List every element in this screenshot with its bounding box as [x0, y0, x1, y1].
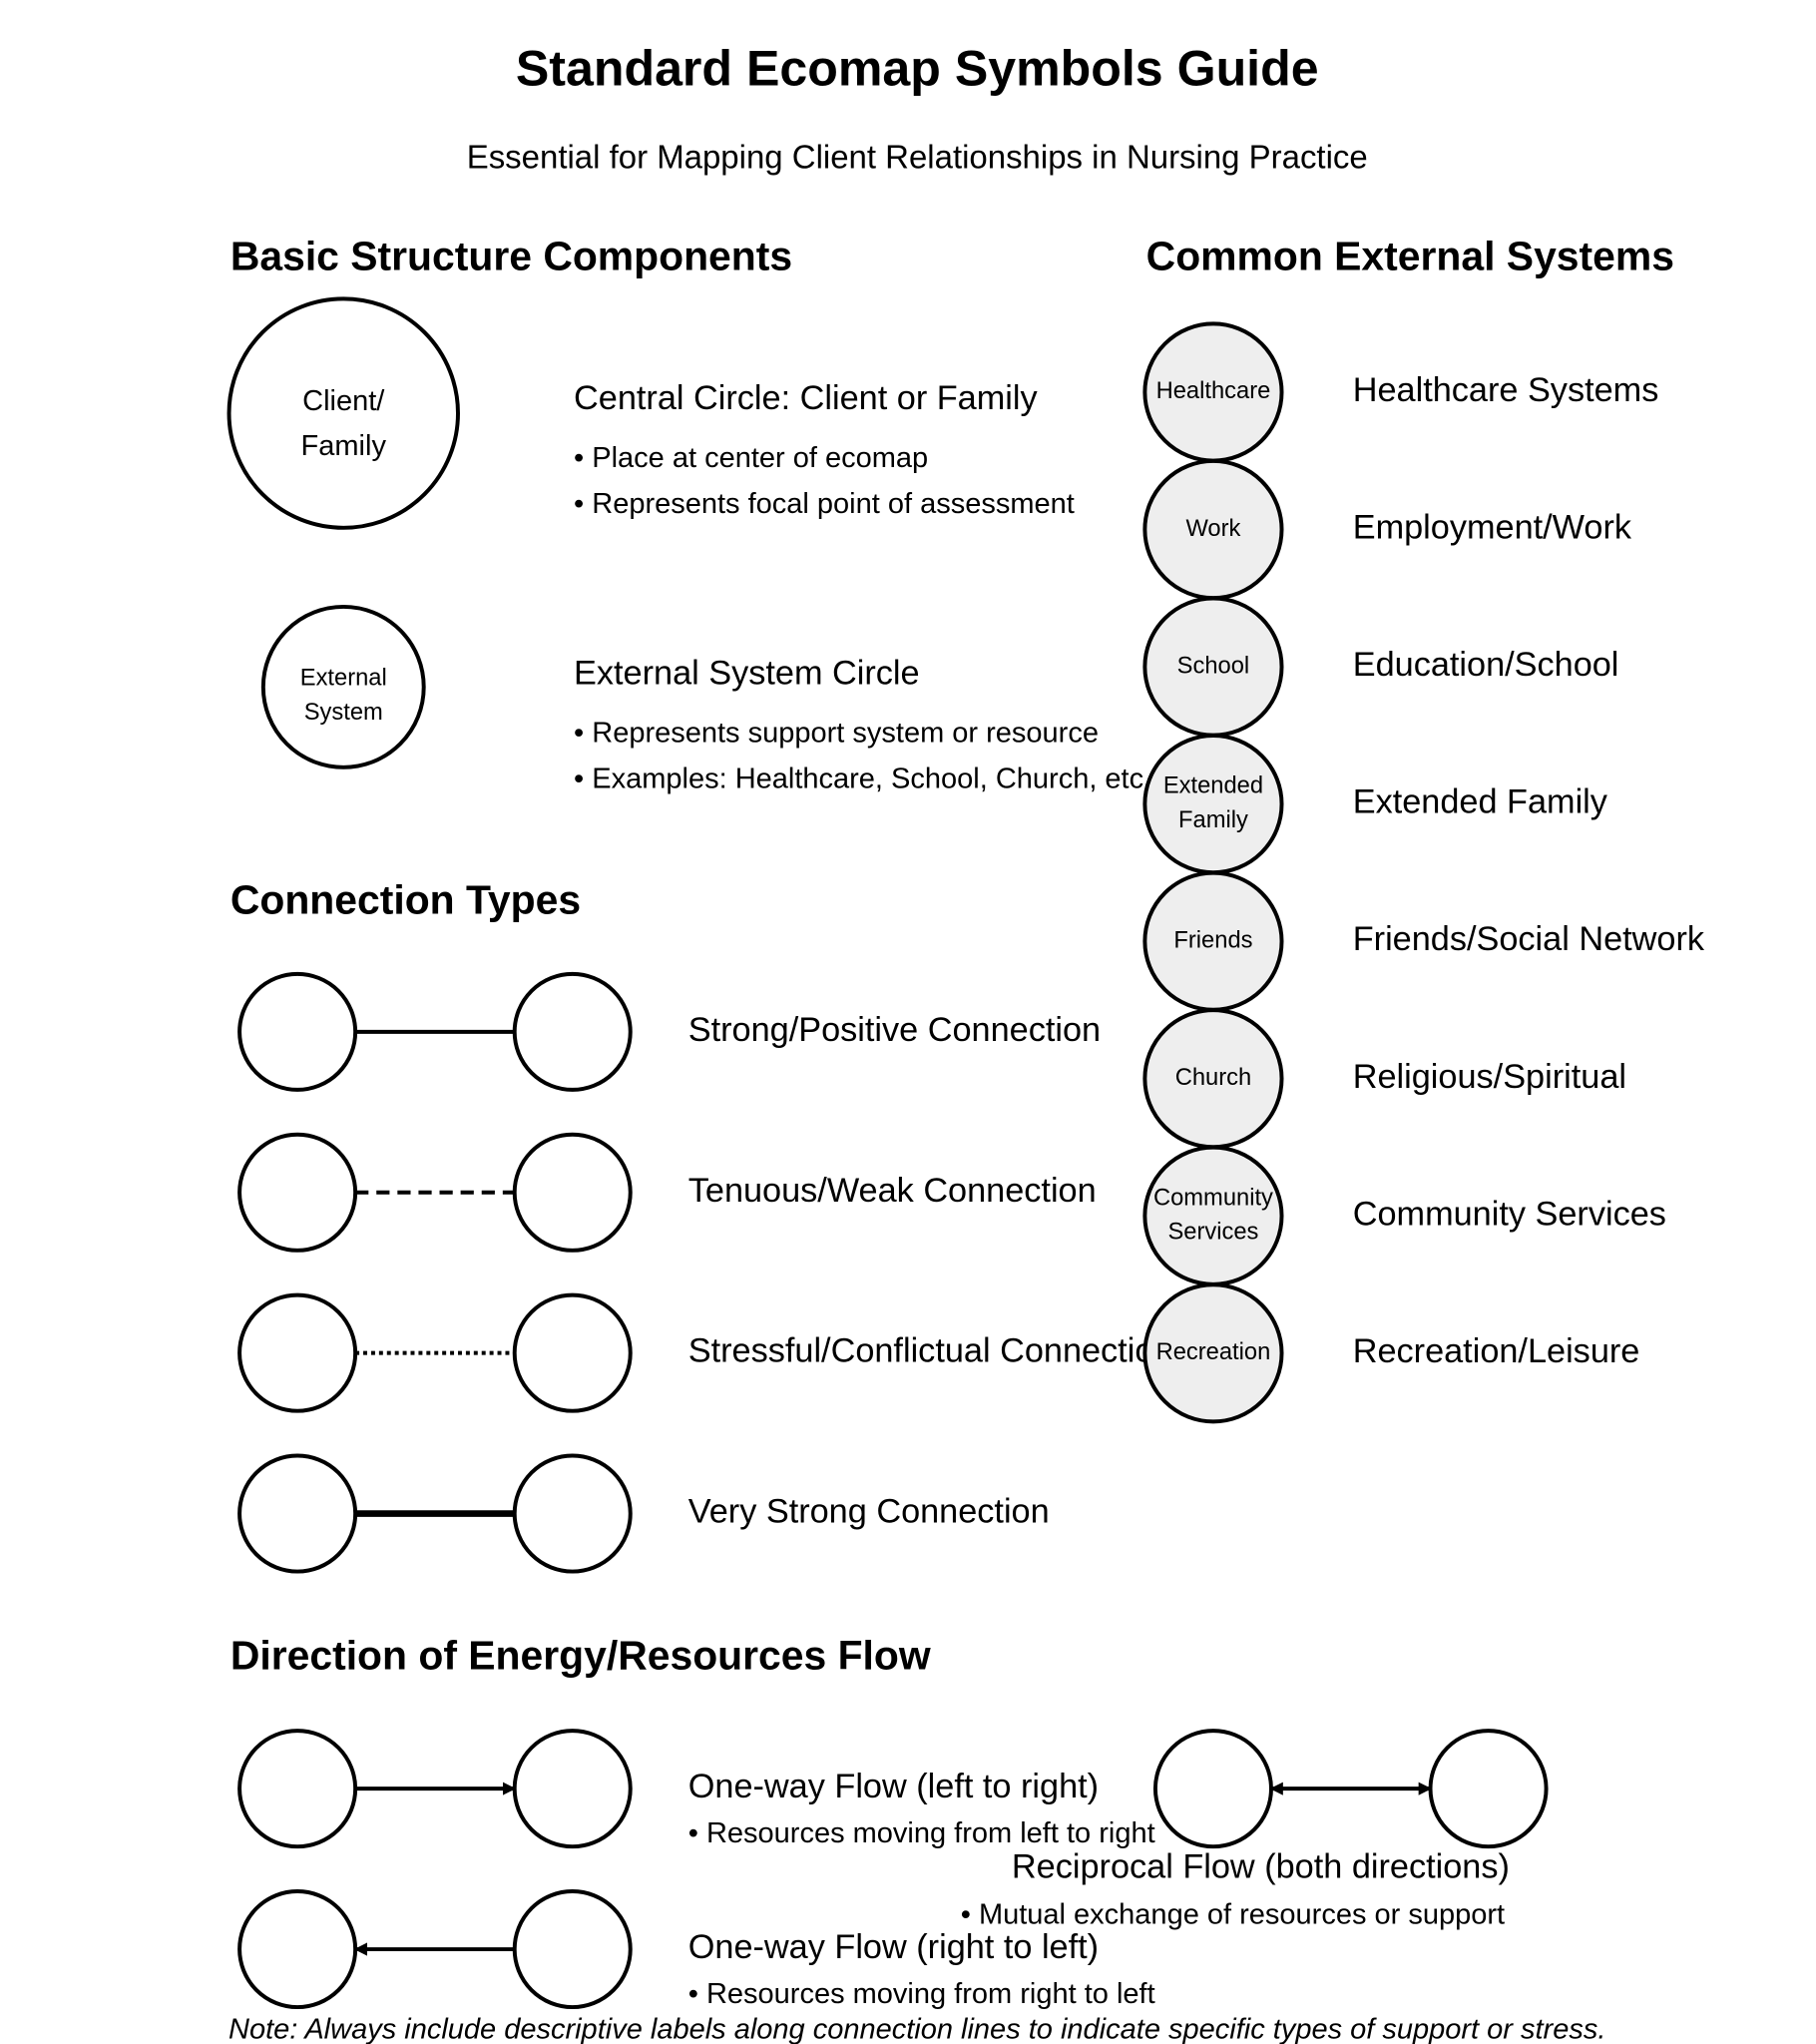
connection-node [237, 1132, 358, 1253]
connection-label: Strong/Positive Connection [688, 1011, 1101, 1049]
client-circle [227, 296, 460, 530]
flow-heading: Direction of Energy/Resources Flow [230, 1632, 931, 1678]
flow-ltr-bullet: • Resources moving from left to right [688, 1817, 1155, 1849]
page-title: Standard Ecomap Symbols Guide [516, 41, 1319, 97]
systems-heading: Common External Systems [1146, 234, 1674, 279]
flow-node [1152, 1729, 1273, 1849]
connection-node [512, 1132, 633, 1253]
external-bullet: • Represents support system or resource [574, 718, 1099, 750]
flow-node [512, 1889, 633, 2010]
system-circle [1142, 734, 1284, 875]
system-label: Recreation/Leisure [1353, 1332, 1640, 1370]
page-subtitle: Essential for Mapping Client Relationshi… [467, 138, 1368, 175]
connection-node [237, 1453, 358, 1574]
connection-node [512, 1453, 633, 1574]
external-bullet: • Examples: Healthcare, School, Church, … [574, 764, 1151, 795]
flow-node [1428, 1729, 1549, 1849]
client-circle-label: Family [301, 430, 387, 462]
system-circle-label: Friends [1173, 927, 1252, 953]
system-label: Employment/Work [1353, 509, 1632, 547]
external-title: External System Circle [574, 655, 920, 693]
connection-label: Very Strong Connection [688, 1493, 1050, 1531]
central-bullet: • Place at center of ecomap [574, 442, 928, 474]
system-label: Friends/Social Network [1353, 920, 1705, 958]
system-label: Community Services [1353, 1195, 1666, 1233]
system-label: Extended Family [1353, 783, 1608, 821]
flow-rtl-bullet: • Resources moving from right to left [688, 1978, 1155, 2010]
flow-node [512, 1729, 633, 1849]
system-label: Education/School [1353, 646, 1619, 684]
system-circle [1142, 1282, 1284, 1424]
system-circle-label: Extended [1163, 773, 1263, 799]
basic-heading: Basic Structure Components [230, 234, 792, 279]
flow-reciprocal-bullet: • Mutual exchange of resources or suppor… [961, 1899, 1505, 1931]
system-label: Religious/Spiritual [1353, 1058, 1626, 1096]
connection-node [512, 971, 633, 1092]
system-circle [1142, 1145, 1284, 1286]
client-circle-label: Client/ [302, 385, 385, 417]
system-circle-label: Church [1175, 1065, 1251, 1091]
footnote: Note: Always include descriptive labels … [228, 2013, 1605, 2044]
system-circle-label: Family [1178, 807, 1248, 833]
external-system-circle [260, 604, 426, 769]
flow-ltr-label: One-way Flow (left to right) [688, 1768, 1099, 1805]
connections-heading: Connection Types [230, 876, 581, 922]
central-title: Central Circle: Client or Family [574, 379, 1038, 417]
external-circle-label: External [300, 666, 387, 692]
connection-label: Stressful/Conflictual Connection [688, 1332, 1173, 1370]
flow-reciprocal-label: Reciprocal Flow (both directions) [1012, 1848, 1510, 1886]
connection-node [512, 1292, 633, 1413]
connection-node [237, 971, 358, 1092]
system-circle-label: Services [1167, 1220, 1258, 1246]
flow-node [237, 1729, 358, 1849]
connection-node [237, 1292, 358, 1413]
system-circle-label: Community [1153, 1185, 1273, 1211]
system-label: Healthcare Systems [1353, 371, 1659, 409]
central-bullet: • Represents focal point of assessment [574, 488, 1075, 520]
system-circle-label: Healthcare [1156, 378, 1271, 404]
system-circle-label: School [1177, 653, 1250, 679]
flow-node [237, 1889, 358, 2010]
external-circle-label: System [304, 700, 383, 726]
system-circle-label: Work [1185, 516, 1240, 542]
system-circle-label: Recreation [1156, 1339, 1271, 1365]
connection-label: Tenuous/Weak Connection [688, 1172, 1097, 1210]
flow-rtl-label: One-way Flow (right to left) [688, 1928, 1099, 1966]
